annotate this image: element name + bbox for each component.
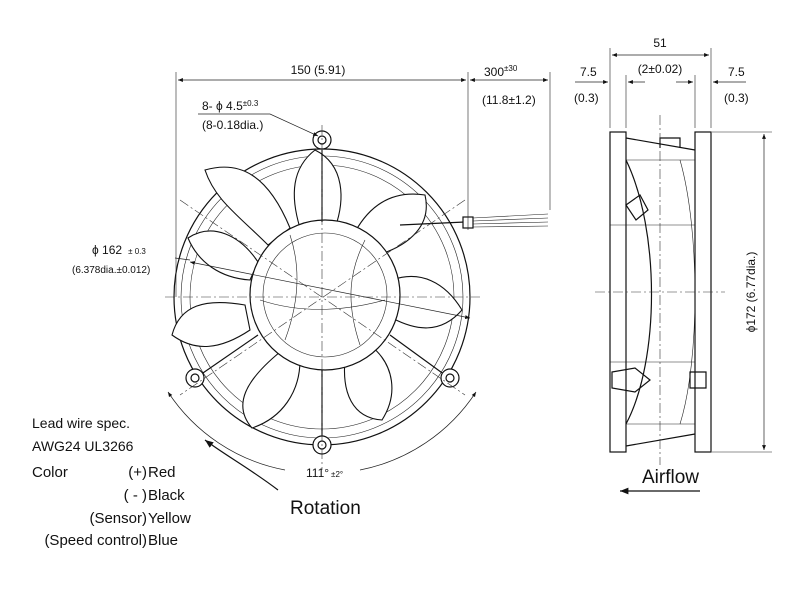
rotation-label: Rotation bbox=[290, 498, 361, 519]
lead-length-inch: (11.8±1.2) bbox=[482, 93, 536, 107]
rotation-arrow bbox=[204, 439, 279, 491]
fan-blade bbox=[187, 230, 259, 281]
svg-text:8- ϕ 4.5±0.3: 8- ϕ 4.5±0.3 bbox=[202, 99, 259, 113]
centerline-diagonal bbox=[179, 199, 466, 396]
diameter-label: ϕ 162 bbox=[92, 243, 122, 257]
angle-arc-left bbox=[167, 391, 286, 471]
fan-blade bbox=[204, 166, 291, 246]
width-dimension: 150 (5.91) bbox=[291, 63, 346, 77]
hole-tolerance: ±0.3 bbox=[243, 99, 259, 108]
lead-wire-awg: AWG24 UL3266 bbox=[32, 438, 134, 454]
flange-right-inch: (0.3) bbox=[724, 91, 749, 105]
fan-blade bbox=[171, 302, 251, 347]
svg-text:ϕ 162± 0.3: ϕ 162 ± 0.3 bbox=[92, 243, 146, 257]
diameter-inch: (6.378dia.±0.012) bbox=[72, 265, 150, 276]
wire-function: (Sensor) bbox=[89, 510, 147, 527]
frame-strut bbox=[389, 334, 446, 376]
frame-strut bbox=[199, 334, 259, 376]
angle-label: 111° bbox=[306, 466, 329, 480]
mounting-hole bbox=[440, 368, 460, 388]
side-housing-curve bbox=[625, 159, 653, 425]
wire-function: ( - ) bbox=[124, 487, 147, 504]
hole-leader bbox=[198, 113, 319, 137]
lead-length-tolerance: ±30 bbox=[504, 64, 518, 73]
centerline-diagonal bbox=[179, 199, 466, 396]
depth-inch: (2±0.02) bbox=[638, 62, 683, 76]
angle-arc-right bbox=[359, 391, 477, 471]
hole-inch: (8-0.18dia.) bbox=[202, 118, 263, 132]
flange-left-inch: (0.3) bbox=[574, 91, 599, 105]
svg-text:300±30: 300±30 bbox=[484, 64, 518, 79]
lead-wire-spec: Lead wire spec. AWG24 UL3266 Color (+) R… bbox=[32, 415, 191, 549]
front-view: 150 (5.91) 300±30 (11.8±1.2) 8- ϕ 4.5±0.… bbox=[72, 63, 551, 519]
svg-text:111°±2°: 111°±2° bbox=[306, 466, 343, 480]
wire-color: Red bbox=[148, 464, 176, 481]
flange-left: 7.5 bbox=[580, 65, 597, 79]
fan-blade bbox=[391, 276, 463, 329]
lead-wire-title: Lead wire spec. bbox=[32, 415, 130, 431]
mounting-hole bbox=[185, 368, 205, 388]
wire-function: (Speed control) bbox=[44, 532, 147, 549]
diameter-leader bbox=[174, 257, 191, 261]
wire-color: Black bbox=[148, 487, 185, 504]
diameter-dimension-line bbox=[189, 261, 471, 319]
mounting-hole bbox=[190, 373, 200, 383]
airflow-label: Airflow bbox=[642, 467, 699, 488]
wire-function: (+) bbox=[128, 464, 147, 481]
lead-wire-color-label: Color bbox=[32, 464, 68, 481]
side-view: 51 (2±0.02) 7.5 (0.3) 7.5 (0.3) ϕ172 (6.… bbox=[574, 36, 772, 495]
angle-tolerance: ±2° bbox=[331, 470, 343, 479]
hub-outer bbox=[249, 219, 401, 371]
mounting-hole bbox=[445, 373, 455, 383]
diameter-tolerance: ± 0.3 bbox=[128, 247, 146, 256]
fan-blade bbox=[242, 351, 301, 429]
depth-dimension: 51 bbox=[653, 36, 667, 50]
side-wire-exit bbox=[625, 194, 649, 221]
lead-length-dimension: 300 bbox=[484, 65, 504, 79]
wire-color: Yellow bbox=[148, 510, 191, 527]
height-dimension: ϕ172 (6.77dia.) bbox=[744, 252, 758, 333]
flange-right: 7.5 bbox=[728, 65, 745, 79]
fan-blade bbox=[293, 149, 342, 229]
wire-color: Blue bbox=[148, 532, 178, 549]
hole-label: 8- ϕ 4.5 bbox=[202, 99, 243, 113]
